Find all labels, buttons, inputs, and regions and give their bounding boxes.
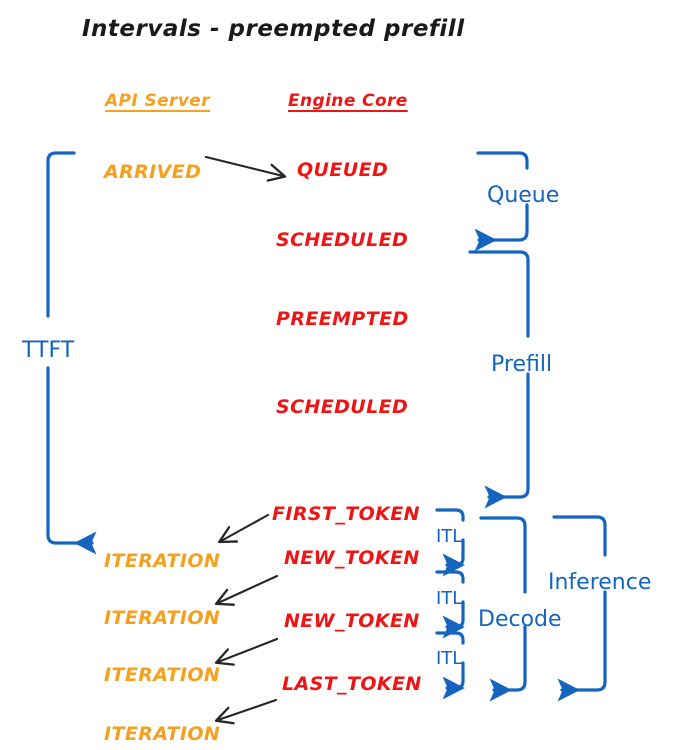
- column-header-engine-core: Engine Core: [288, 91, 408, 111]
- interval-label-inference: Inference: [548, 570, 652, 595]
- api-event-iteration-3: ITERATION: [104, 664, 221, 686]
- engine-event-first-token: FIRST_TOKEN: [272, 503, 420, 525]
- engine-event-queued: QUEUED: [297, 159, 389, 181]
- interval-label-prefill: Prefill: [491, 352, 553, 377]
- interval-label-decode: Decode: [478, 607, 562, 632]
- engine-event-scheduled-1: SCHEDULED: [276, 229, 409, 251]
- api-event-iteration-4: ITERATION: [104, 723, 221, 745]
- engine-event-scheduled-2: SCHEDULED: [276, 396, 409, 418]
- page-title: Intervals - preempted prefill: [82, 16, 465, 42]
- engine-event-last-token: LAST_TOKEN: [282, 673, 422, 695]
- interval-label-queue: Queue: [487, 183, 560, 208]
- api-event-iteration-2: ITERATION: [104, 607, 221, 629]
- interval-label-itl-1: ITL: [436, 526, 463, 547]
- engine-event-new-token-1: NEW_TOKEN: [284, 547, 420, 569]
- interval-label-ttft: TTFT: [22, 338, 75, 363]
- engine-event-new-token-2: NEW_TOKEN: [284, 610, 420, 632]
- engine-event-preempted: PREEMPTED: [276, 308, 409, 330]
- api-event-iteration-1: ITERATION: [104, 550, 221, 572]
- api-event-arrived: ARRIVED: [104, 161, 202, 183]
- interval-label-itl-3: ITL: [436, 648, 463, 669]
- column-header-api-server: API Server: [105, 91, 211, 111]
- interval-label-itl-2: ITL: [436, 588, 463, 609]
